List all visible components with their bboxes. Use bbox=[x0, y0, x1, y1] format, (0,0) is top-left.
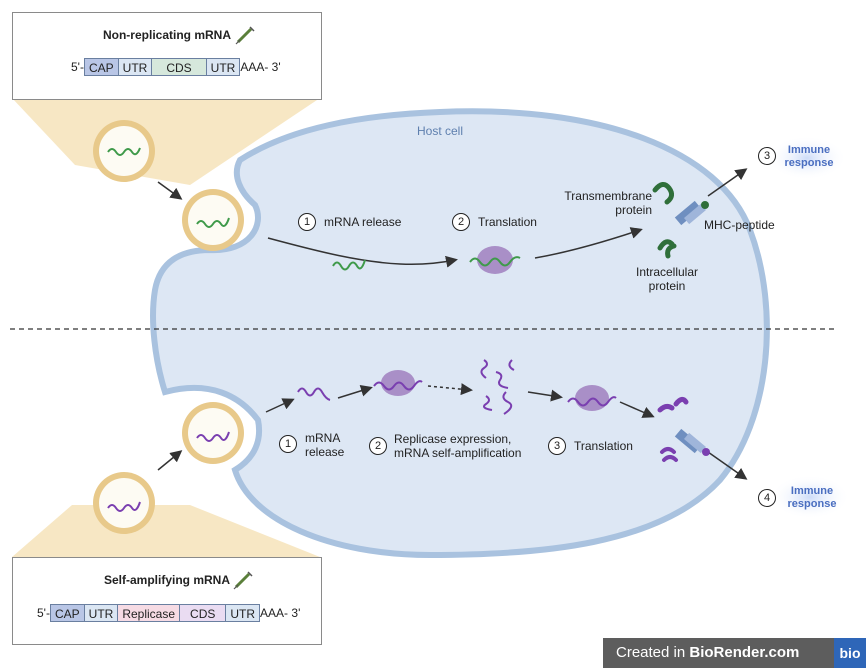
bottom-funnel bbox=[12, 505, 320, 557]
arrow-release-top bbox=[267, 237, 458, 268]
arrow-to-proteins bbox=[619, 401, 655, 418]
step-top-2-number: 2 bbox=[452, 213, 470, 231]
rna-green-translated bbox=[469, 256, 521, 267]
lnp-top-inner bbox=[182, 189, 244, 251]
biorender-logo-icon: bio bbox=[834, 638, 866, 668]
non-replicating-box: Non-replicating mRNA 5'- CAP UTR CDS UTR… bbox=[12, 12, 322, 100]
syringe-icon bbox=[233, 571, 253, 590]
arrow-to-translation bbox=[527, 389, 563, 402]
rna-purple-released bbox=[297, 387, 331, 401]
arrow-translation-top bbox=[534, 227, 643, 259]
intracellular-protein-shape bbox=[657, 239, 677, 259]
top-funnel bbox=[12, 98, 320, 185]
seq-prefix: 5'- bbox=[37, 606, 50, 620]
seg-utr-5: UTR bbox=[118, 58, 153, 76]
immune-glow-top bbox=[767, 136, 847, 180]
rna-green-released bbox=[332, 259, 366, 271]
protein-purple-b bbox=[673, 396, 689, 407]
footer-prefix: Created in bbox=[616, 644, 690, 661]
ribosome-top bbox=[477, 246, 513, 274]
protein-purple-membrane bbox=[660, 447, 678, 462]
arrow-immune-bottom bbox=[707, 451, 748, 480]
seg-utr-3: UTR bbox=[206, 58, 241, 76]
protein-purple-a bbox=[657, 403, 675, 413]
arrow-lnp-bottom bbox=[157, 450, 183, 471]
host-cell bbox=[150, 108, 770, 559]
seg-cap: CAP bbox=[49, 604, 85, 622]
arrow-to-replicase bbox=[337, 384, 373, 399]
self-amplifying-sequence: 5'- CAP UTR Replicase CDS UTR AAA- 3' bbox=[37, 604, 300, 622]
step-top-3-number: 3 bbox=[758, 147, 776, 165]
mhc-top-shape bbox=[674, 200, 709, 226]
arrow-to-amplify bbox=[427, 383, 473, 396]
seq-prefix: 5'- bbox=[71, 60, 84, 74]
footer-brand: BioRender.com bbox=[689, 644, 800, 661]
transmembrane-label: Transmembrane protein bbox=[564, 189, 652, 217]
arrow-release-bottom bbox=[265, 398, 295, 413]
step-top-3-label: Immune response bbox=[784, 144, 834, 169]
step-top-1-number: 1 bbox=[298, 213, 316, 231]
footer-text: Created in BioRender.com bbox=[616, 638, 799, 668]
non-replicating-sequence: 5'- CAP UTR CDS UTR AAA- 3' bbox=[71, 58, 281, 76]
seg-cap: CAP bbox=[83, 58, 119, 76]
biorender-footer[interactable]: Created in BioRender.com bio bbox=[603, 638, 866, 668]
mhc-peptide-label: MHC-peptide bbox=[704, 218, 775, 232]
step-bottom-4-label: Immune response bbox=[787, 485, 837, 510]
transmembrane-protein-shape bbox=[652, 182, 675, 205]
rna-amplified bbox=[480, 359, 515, 415]
lnp-bottom-outer bbox=[93, 472, 155, 534]
seg-utr-5: UTR bbox=[84, 604, 119, 622]
immune-glow-bottom bbox=[770, 475, 850, 519]
step-bottom-2-label: Replicase expression, mRNA self-amplific… bbox=[394, 432, 522, 460]
seq-suffix: AAA- 3' bbox=[240, 60, 281, 74]
lnp-top-outer bbox=[93, 120, 155, 182]
seg-cds: CDS bbox=[152, 58, 207, 76]
host-cell-label: Host cell bbox=[417, 124, 464, 138]
step-bottom-3-label: Translation bbox=[574, 439, 633, 453]
step-bottom-1-number: 1 bbox=[279, 435, 297, 453]
seg-cds: CDS bbox=[180, 604, 227, 622]
mhc-bottom-shape bbox=[674, 428, 710, 456]
syringe-icon bbox=[235, 26, 255, 45]
step-bottom-2-number: 2 bbox=[369, 437, 387, 455]
step-bottom-1-label: mRNA release bbox=[305, 431, 345, 459]
non-replicating-title: Non-replicating mRNA bbox=[102, 28, 231, 42]
intracellular-label: Intracellular protein bbox=[635, 265, 699, 293]
rna-purple-translated bbox=[567, 396, 617, 407]
self-amplifying-box: Self-amplifying mRNA 5'- CAP UTR Replica… bbox=[12, 557, 322, 645]
arrow-immune-top bbox=[707, 168, 748, 197]
rna-purple-replicase bbox=[373, 380, 423, 391]
arrow-lnp-top bbox=[157, 181, 183, 200]
seq-suffix: AAA- 3' bbox=[260, 606, 301, 620]
lnp-bottom-inner bbox=[182, 402, 244, 464]
step-bottom-3-number: 3 bbox=[548, 437, 566, 455]
seg-replicase: Replicase bbox=[118, 604, 181, 622]
seg-utr-3: UTR bbox=[226, 604, 261, 622]
step-top-2-label: Translation bbox=[478, 215, 537, 229]
step-top-1-label: mRNA release bbox=[324, 215, 402, 229]
self-amplifying-title: Self-amplifying mRNA bbox=[103, 573, 230, 587]
step-bottom-4-number: 4 bbox=[758, 489, 776, 507]
